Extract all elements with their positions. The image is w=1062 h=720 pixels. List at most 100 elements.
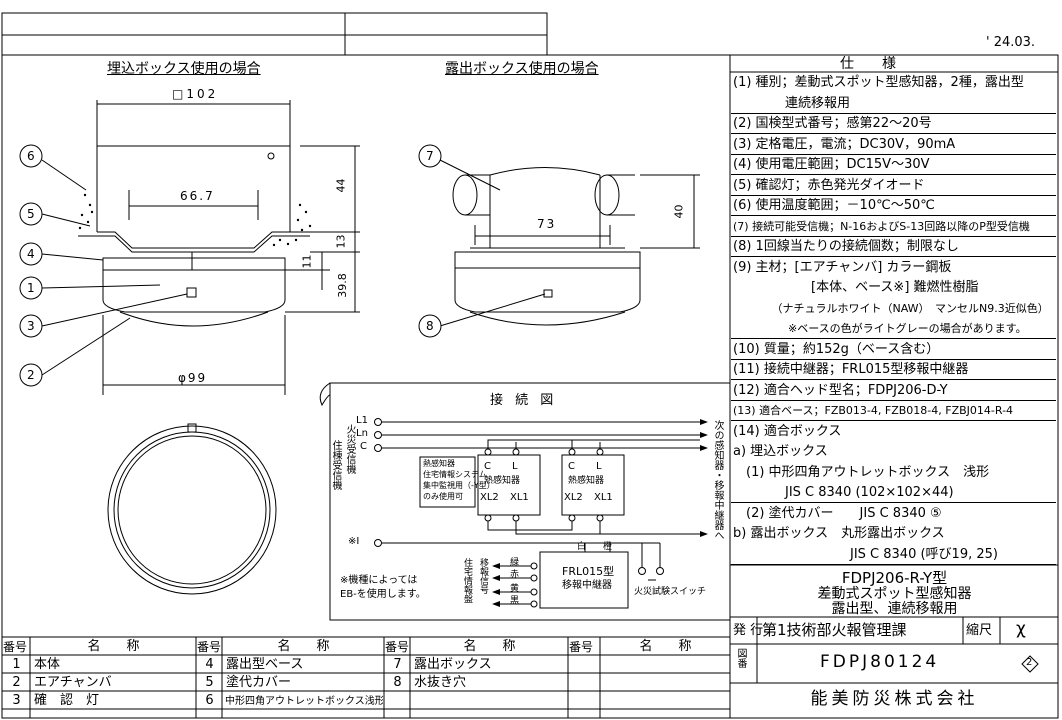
residence-panel-label: 住宅情報盤 — [462, 558, 472, 603]
callout-2: 2 — [27, 368, 35, 382]
scale-label: 縮尺 — [966, 623, 993, 638]
lead-white: 白 — [577, 542, 587, 552]
dim-102: □102 — [172, 87, 219, 101]
spec-row: （ナチュラルホワイト（NAW） マンセルN9.3近似色） — [733, 301, 1049, 315]
terminal-i: ※I — [348, 536, 360, 547]
lead-orange: 橙 — [603, 542, 613, 552]
spec-row: a) 埋込ボックス — [733, 444, 828, 459]
callout-3: 3 — [27, 319, 35, 333]
parts-header-no-1: 番号 — [3, 640, 28, 654]
spec-row: (7) 接続可能受信機；N-16およびS-13回路以降のP型受信機 — [731, 217, 1056, 237]
lead-red: 赤 — [510, 570, 520, 580]
transfer-signal-label: 移報信号 — [478, 558, 488, 594]
spec-row: (12) 適合ヘッド型名；FDPJ206-D-Y — [731, 381, 1056, 401]
part-no-8: 8 — [393, 675, 402, 690]
relay-model: FRL015型 — [562, 565, 615, 578]
spec-row: (2) 国検型式番号；感第22～20号 — [731, 114, 1056, 134]
part-name-4: 露出型ベース — [226, 657, 304, 672]
note-line-4: のみ使用可 — [423, 492, 463, 501]
spec-row: (10) 質量；約152g（ベース含む） — [731, 340, 1056, 360]
lead-green: 緑 — [510, 558, 520, 568]
dim-66-7: 66.7 — [180, 189, 215, 203]
part-no-2: 2 — [12, 675, 21, 690]
spec-row: (3) 定格電圧，電流；DC30V，90mA — [731, 135, 1056, 155]
part-no-5: 5 — [205, 675, 214, 690]
part-no-1: 1 — [12, 657, 21, 672]
note-model: ※機種によっては — [340, 575, 418, 586]
scale-value: χ — [1016, 619, 1026, 639]
issue-label: 発 行 — [733, 623, 764, 638]
spec-row: ※ベースの色がライトグレーの場合があります。 — [731, 319, 1056, 339]
parts-header-name-3: 名 称 — [463, 639, 516, 654]
parts-header-name-1: 名 称 — [87, 639, 140, 654]
note-line-3: 集中監視用（-Y型） — [423, 481, 495, 490]
terminal-c: C — [360, 441, 367, 452]
note-eb: EB-を使用します。 — [340, 589, 426, 600]
parts-header-no-2: 番号 — [197, 640, 222, 654]
part-name-2: エアチャンバ — [34, 675, 112, 690]
spec-row: (6) 使用温度範囲；－10℃～50℃ — [731, 196, 1056, 216]
dim-44: 44 — [334, 178, 348, 193]
spec-row: (11) 接続中継器；FRL015型移報中継器 — [731, 360, 1056, 380]
spec-row: (1) 中形四角アウトレットボックス 浅形 — [733, 464, 990, 480]
part-no-6: 6 — [205, 693, 214, 708]
det2-l: L — [596, 461, 602, 472]
revision-mark: 2 — [1026, 657, 1033, 668]
part-no-4: 4 — [205, 657, 214, 672]
spec-row: JIS C 8340 (呼び19, 25) — [731, 545, 1056, 565]
terminal-ln: Ln — [356, 428, 368, 439]
surface-title: 露出ボックス使用の場合 — [445, 61, 599, 77]
det1-c: C — [484, 461, 491, 472]
terminal-l1: L1 — [356, 415, 368, 426]
det1-xl1: XL1 — [510, 492, 529, 503]
spec-row: (13) 適合ベース；FZB013-4, FZB018-4, FZBJ014-R… — [731, 401, 1056, 421]
issuer: 第1技術部火報管理課 — [762, 621, 907, 639]
spec-row: (2) 塗代カバー JIS C 8340 ⑤ — [733, 505, 942, 521]
dim-99: φ99 — [178, 371, 208, 385]
part-name-5: 塗代カバー — [226, 675, 292, 690]
wiring-title: 接 続 図 — [490, 393, 558, 408]
callout-8: 8 — [426, 319, 434, 333]
spec-row: JIS C 8340 (102×102×44) — [731, 483, 1056, 503]
test-switch-label: 火災試験スイッチ — [634, 587, 707, 597]
spec-row: (8) 1回線当たりの接続個数；制限なし — [731, 237, 1056, 257]
next-device-label: 次の感知器・移報中継器へ — [712, 420, 723, 540]
spec-row: (14) 適合ボックス — [733, 423, 842, 439]
company-name: 能美防災株式会社 — [810, 689, 979, 709]
part-name-7: 露出ボックス — [414, 657, 492, 672]
spec-row: (9) 主材；[エアチャンバ] カラー鋼板 — [733, 259, 952, 275]
dim-40: 40 — [672, 204, 686, 219]
dim-11: 11 — [300, 254, 314, 269]
parts-header-name-4: 名 称 — [639, 639, 692, 654]
spec-row: (4) 使用電圧範囲；DC15V～30V — [731, 155, 1056, 175]
part-no-7: 7 — [393, 657, 402, 672]
det2-c: C — [568, 461, 575, 472]
callout-4: 4 — [27, 247, 35, 261]
lead-black: 黒 — [510, 596, 520, 606]
parts-header-no-4: 番号 — [569, 640, 594, 654]
lead-yellow: 黄 — [510, 584, 520, 594]
det1-l: L — [512, 461, 518, 472]
drawing-no-label: 図番 — [735, 648, 746, 668]
flush-title: 埋込ボックス使用の場合 — [107, 61, 261, 77]
part-no-3: 3 — [12, 693, 21, 708]
callout-6: 6 — [27, 149, 35, 163]
det2-xl1: XL1 — [594, 492, 613, 503]
dim-73: 73 — [537, 217, 557, 231]
parts-header-name-2: 名 称 — [277, 639, 330, 654]
det1-name: 熱感知器 — [484, 476, 521, 486]
date-label: ' 24.03. — [986, 35, 1036, 50]
drawing-number: FDPJ80124 — [820, 652, 940, 672]
receiver-label-2: 住棟受信機 — [330, 440, 341, 490]
part-name-6: 中形四角アウトレットボックス浅形 — [225, 696, 383, 707]
receiver-label: 火災受信機 — [344, 424, 355, 474]
product-name-1: 差動式スポット型感知器 — [817, 586, 972, 602]
spec-row: 連続移報用 — [731, 94, 1056, 114]
spec-row: b) 露出ボックス 丸形露出ボックス — [733, 526, 945, 541]
product-name-2: 露出型、連続移報用 — [831, 601, 958, 617]
det2-xl2: XL2 — [564, 492, 583, 503]
part-name-8: 水抜き穴 — [414, 675, 467, 690]
relay-name: 移報中継器 — [562, 580, 612, 591]
callout-1: 1 — [27, 281, 35, 295]
spec-title: 仕 様 — [840, 56, 896, 72]
